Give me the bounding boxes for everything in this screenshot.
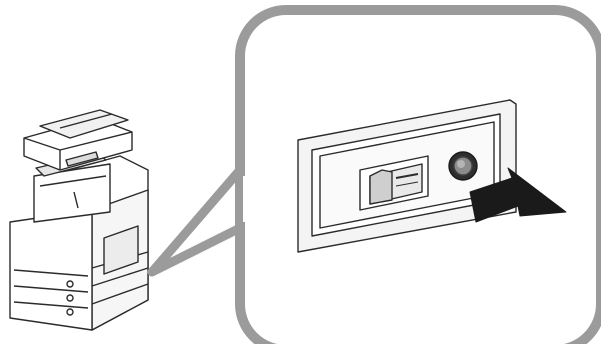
drawer-indicator: [66, 280, 74, 288]
callout-pointer: [147, 167, 244, 277]
printer-document-feeder: [39, 109, 129, 139]
press-arrow-icon: [469, 167, 567, 223]
switch-panel: [297, 99, 517, 253]
printer: [9, 109, 149, 331]
